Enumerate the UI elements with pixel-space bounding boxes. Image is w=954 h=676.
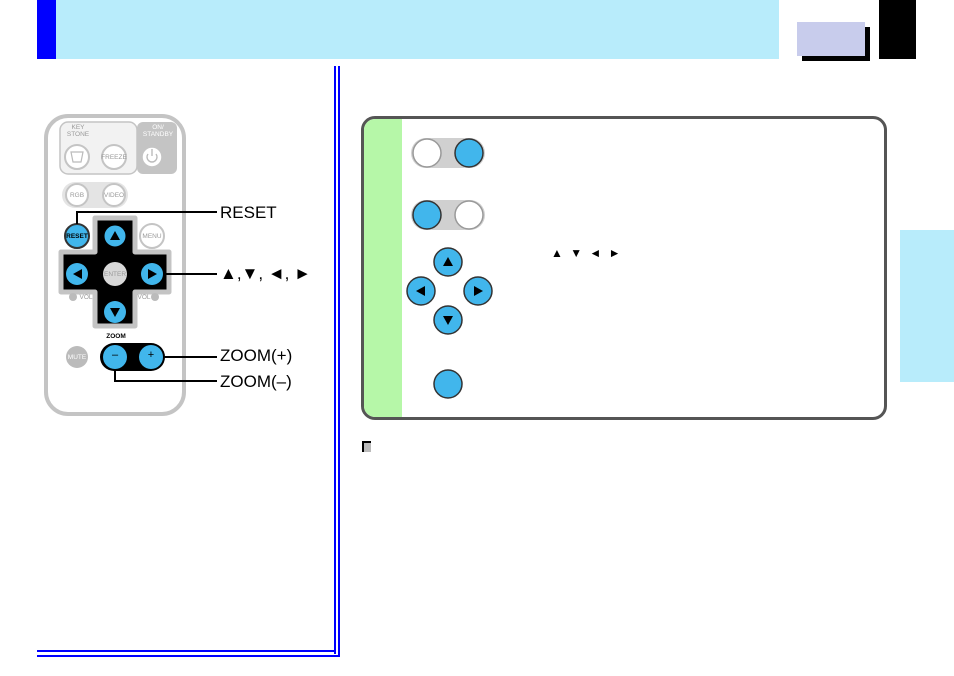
zoom-plus-callout: ZOOM(+)	[220, 346, 293, 365]
header-box	[797, 22, 865, 56]
reset-label: RESET	[66, 233, 88, 240]
vol-plus-icon	[151, 293, 159, 301]
column-divider	[338, 66, 340, 657]
zoom-label: ZOOM	[106, 333, 126, 340]
zoom-minus-callout: ZOOM(–)	[220, 372, 292, 391]
arrow-symbols: ▲ ▼ ◄ ►	[551, 246, 623, 260]
zoom-plus-glyph: +	[147, 349, 155, 361]
enter-button	[103, 262, 127, 286]
procedure-strip	[364, 119, 402, 417]
zoom-minus-button	[103, 345, 127, 369]
zoom-plus-icon	[454, 200, 484, 230]
freeze-button	[101, 144, 127, 170]
menu-button	[139, 223, 165, 249]
zoom-minus-icon	[412, 138, 442, 168]
reset-icon	[433, 369, 463, 399]
remote-control	[44, 114, 217, 416]
header-band	[56, 0, 779, 59]
keystone-icon	[70, 151, 84, 163]
rgb-label: RGB	[69, 192, 85, 199]
rgb-button	[65, 183, 89, 207]
zoom-minus-callout-line	[114, 369, 217, 382]
power-icon	[146, 153, 158, 163]
reset-callout: RESET	[220, 203, 277, 222]
zoom-minus-glyph: –	[111, 349, 119, 361]
on-standby-label: ON/ STANDBY	[142, 124, 174, 138]
freeze-label: FREEZE	[101, 154, 127, 161]
video-button	[102, 183, 126, 207]
power-button	[141, 146, 163, 168]
zoom-minus-icon	[412, 200, 442, 230]
header-left-bar	[37, 0, 56, 59]
menu-label: MENU	[142, 233, 162, 240]
bottom-rule	[37, 655, 340, 657]
vol-minus-label: VOL	[79, 294, 93, 301]
note-icon	[362, 441, 371, 452]
column-divider	[334, 66, 336, 654]
header-black-block	[879, 0, 916, 59]
mute-label: MUTE	[67, 354, 87, 361]
mute-button	[66, 346, 88, 368]
vol-plus-label: VOL	[137, 294, 151, 301]
procedure-icons	[406, 138, 493, 399]
reset-callout-line	[76, 211, 217, 224]
bottom-rule	[37, 650, 336, 652]
video-label: VIDEO	[103, 192, 125, 199]
zoom-plus-icon	[454, 138, 484, 168]
side-tab	[900, 230, 954, 382]
zoom-plus-button	[139, 345, 163, 369]
vol-minus-icon	[69, 293, 77, 301]
arrows-callout: ▲,▼, ◄, ►	[220, 264, 311, 283]
keystone-label: KEY STONE	[66, 124, 90, 138]
enter-label: ENTER	[103, 271, 127, 278]
keystone-button	[64, 144, 90, 170]
